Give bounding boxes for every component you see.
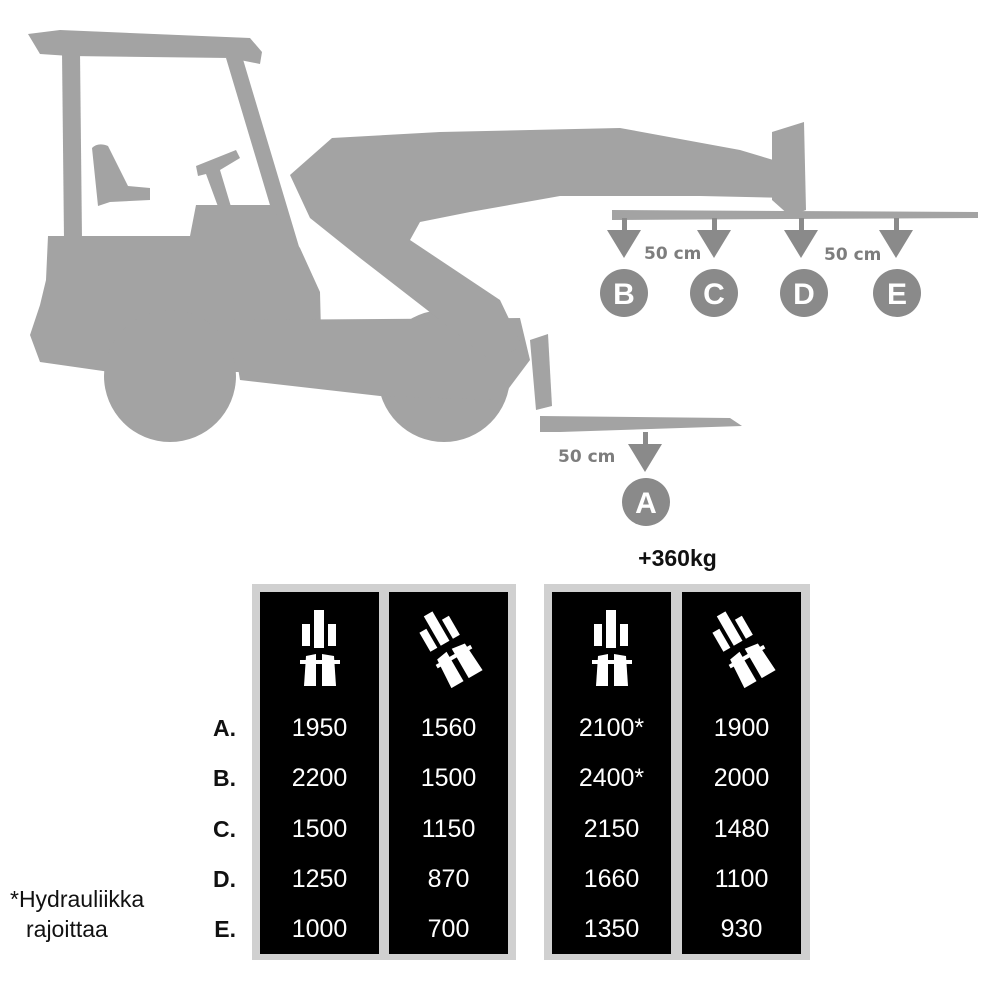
seat <box>92 144 150 206</box>
chassis <box>230 318 530 400</box>
marker-e: E <box>873 269 921 317</box>
steering-wheel <box>196 150 240 212</box>
cell: 1660 <box>583 865 640 893</box>
arrow-a <box>628 432 662 472</box>
row-label-b: B. <box>213 765 236 791</box>
cell: 1900 <box>713 714 770 742</box>
row-label-c: C. <box>213 816 236 842</box>
extended-carriage <box>772 122 806 216</box>
marker-d: D <box>780 269 828 317</box>
cell: 2100* <box>578 714 645 742</box>
arrow-b <box>607 218 641 258</box>
cell: 870 <box>427 865 470 893</box>
cell: 2150 <box>583 815 640 843</box>
cell: 1350 <box>583 915 640 943</box>
low-carriage <box>530 334 552 410</box>
extended-forks <box>612 210 978 220</box>
distance-label-de: 50 cm <box>824 245 881 265</box>
cell: 1950 <box>291 714 348 742</box>
cell: 1560 <box>420 714 477 742</box>
marker-a: A <box>622 478 670 526</box>
footnote-line-1: *Hydrauliikka <box>10 886 145 912</box>
arrow-c <box>697 218 731 258</box>
svg-text:D: D <box>793 278 815 311</box>
cab-rear-pillar <box>62 52 82 240</box>
boom-arm <box>290 128 790 362</box>
rear-wheel <box>104 310 236 442</box>
distance-label-a: 50 cm <box>558 447 615 467</box>
column-counterweight-turned: 1900 2000 1480 1100 930 <box>682 592 801 954</box>
row-label-e: E. <box>214 916 236 942</box>
counterweight-note: +360kg <box>638 545 717 571</box>
footnote: *Hydrauliikka rajoittaa <box>10 884 200 944</box>
svg-text:A: A <box>635 487 657 520</box>
cab-roof <box>28 30 262 64</box>
row-label-d: D. <box>213 866 236 892</box>
row-label-a: A. <box>213 715 236 741</box>
cell: 1150 <box>421 815 476 843</box>
footnote-line-2: rajoittaa <box>26 916 108 942</box>
column-standard-straight: 1950 2200 1500 1250 1000 <box>260 592 379 954</box>
cell: 930 <box>720 915 763 943</box>
marker-b: B <box>600 269 648 317</box>
distance-label-bc: 50 cm <box>644 244 701 264</box>
straight-tyres-icon <box>300 610 340 686</box>
low-forks <box>540 416 742 432</box>
svg-text:E: E <box>887 278 907 311</box>
cell: 700 <box>427 915 470 943</box>
load-arrows <box>607 218 913 472</box>
loader-silhouette <box>28 30 978 442</box>
cell: 1500 <box>291 815 348 843</box>
cell: 2400* <box>578 764 645 792</box>
turned-tyres-icon <box>712 611 776 689</box>
svg-text:B: B <box>613 278 635 311</box>
loader-diagram: 50 cm 50 cm 50 cm B C D E A <box>28 30 978 526</box>
cell: 2200 <box>291 764 348 792</box>
column-standard-turned: 1560 1500 1150 870 700 <box>389 592 508 954</box>
column-counterweight-straight: 2100* 2400* 2150 1660 1350 <box>552 592 671 954</box>
cell: 1100 <box>714 865 769 893</box>
arrow-e <box>879 218 913 258</box>
cab-front-pillar <box>226 56 300 252</box>
arrow-d <box>784 218 818 258</box>
straight-tyres-icon <box>592 610 632 686</box>
cell: 1000 <box>291 915 348 943</box>
turned-tyres-icon <box>419 611 483 689</box>
cell: 1480 <box>713 815 770 843</box>
cell: 2000 <box>713 764 770 792</box>
svg-text:C: C <box>703 278 725 311</box>
cell: 1250 <box>291 865 348 893</box>
marker-c: C <box>690 269 738 317</box>
cell: 1500 <box>420 764 477 792</box>
